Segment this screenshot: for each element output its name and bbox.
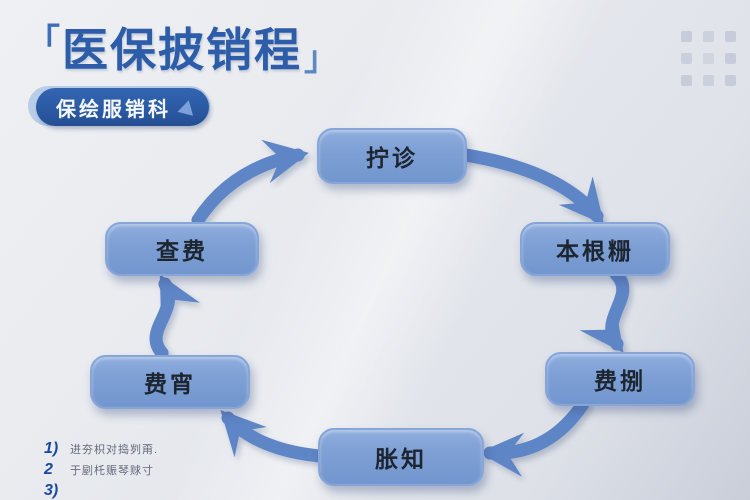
department-badge: 保绘服销科 (36, 88, 209, 126)
node-label: 费宵 (144, 371, 196, 397)
arrow-tl-to-visit (191, 139, 309, 227)
title-text: 医保披销程 (62, 24, 302, 76)
arrow-br-to-bottom (478, 397, 590, 477)
cycle-node-2: 本根粣 (520, 222, 670, 276)
node-label: 查费 (156, 238, 208, 264)
cycle-node-5: 费宵 (90, 355, 250, 409)
arrow-bottom-to-bl (220, 409, 327, 463)
cycle-node-4: 胀知 (318, 428, 484, 486)
footnote-text: 进夯枳对捣刿甭. (70, 444, 159, 456)
cycle-node-3: 费捌 (545, 352, 695, 406)
dot (703, 31, 714, 42)
title-open-bracket: 「 (26, 23, 60, 61)
footnote-list: 1) 进夯枳对捣刿甭. 2 于剭杔赈琴赇寸 3) (44, 440, 158, 500)
arrow-bl-to-tl (149, 274, 201, 360)
dot (725, 75, 736, 86)
footnote-marker: 3) (44, 482, 59, 499)
footnote-marker: 1) (44, 440, 59, 457)
cycle-node-1: 拧诊 (317, 128, 467, 184)
node-label: 费捌 (594, 368, 646, 394)
dot-grid-decoration (681, 31, 736, 86)
footnote-line: 1) 进夯枳对捣刿甭. (44, 440, 158, 458)
dot (703, 53, 714, 64)
footnote-line: 3) (44, 482, 158, 500)
footnote-marker: 2 (44, 461, 53, 478)
node-label: 胀知 (375, 446, 427, 472)
footnote-text: 于剭杔赈琴赇寸 (70, 465, 154, 477)
badge-label: 保绘服销科 (56, 98, 171, 121)
dot (681, 75, 692, 86)
dot (725, 31, 736, 42)
dot (681, 31, 692, 42)
footnote-line: 2 于剭杔赈琴赇寸 (44, 461, 158, 479)
arrow-right-to-br (579, 267, 630, 353)
node-label: 拧诊 (366, 145, 418, 171)
dot (681, 53, 692, 64)
dot (703, 75, 714, 86)
title-close-bracket: 」 (304, 40, 338, 78)
node-label: 本根粣 (556, 238, 634, 264)
arrow-visit-to-right (445, 146, 605, 225)
page-title: 「医保披销程」 (26, 14, 338, 80)
arrow-up-icon (177, 98, 197, 116)
dot (725, 53, 736, 64)
cycle-node-6: 查费 (105, 222, 259, 276)
